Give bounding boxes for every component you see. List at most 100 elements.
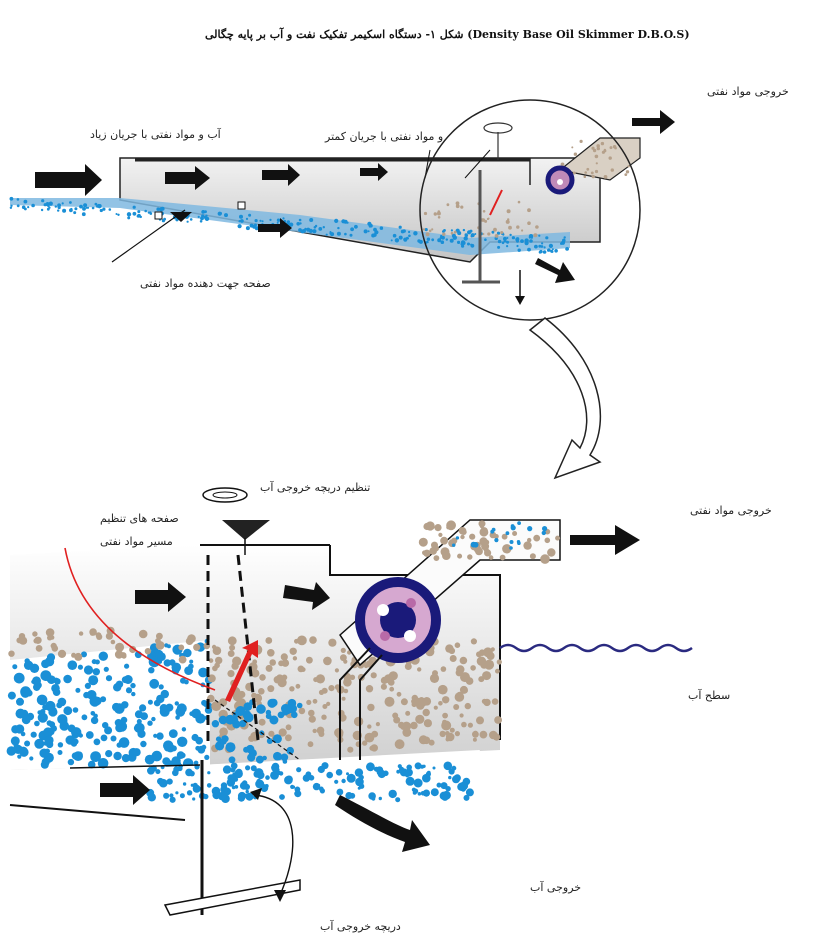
particle [415,762,422,769]
particle [231,662,238,669]
particle [285,776,292,783]
particle [471,236,473,238]
label-water-outlet: خروجی آب [530,882,581,893]
particle [431,238,434,241]
particle [494,538,498,542]
particle [148,700,153,705]
particle [256,756,264,764]
particle [204,755,209,760]
particle [408,235,411,238]
particle [175,791,178,794]
particle [376,722,380,726]
particle [189,660,193,664]
particle [574,153,577,156]
particle [512,236,515,239]
particle [507,209,511,213]
particle [228,650,235,657]
particle [326,772,333,779]
particle [337,232,341,236]
particle [259,674,266,681]
particle [468,723,473,728]
top-overview [10,100,676,478]
label-guide-plate-2: مسیر مواد نفتی [100,536,173,547]
particle [195,737,203,745]
particle [527,221,531,225]
particle [527,208,531,212]
particle [235,771,240,776]
particle [262,220,264,222]
top-inflow-arrow [35,164,102,196]
particle [177,751,185,759]
particle [182,727,186,731]
particle [379,797,382,800]
particle [299,708,306,715]
particle [41,660,50,669]
particle [455,731,460,736]
particle [438,216,441,219]
particle [450,728,455,733]
particle [529,236,531,238]
particle [188,664,194,670]
particle [93,714,98,719]
particle [603,149,606,152]
particle [565,247,569,251]
particle [256,704,266,714]
particle [31,680,35,684]
detail-rotor [360,582,436,658]
particle [334,780,338,784]
particle [251,693,257,699]
particle [79,631,83,635]
particle [127,216,130,219]
particle [343,660,347,664]
particle [535,225,539,229]
particle [265,637,272,644]
particle [584,175,587,178]
top-handle [484,123,512,133]
particle [154,700,161,707]
particle [227,670,234,677]
particle [31,204,35,208]
particle [254,771,261,778]
particle [531,237,533,239]
particle [322,704,327,709]
particle [99,652,108,661]
particle [92,207,95,210]
label-top-oil-outlet: خروجی مواد نفتی [707,86,789,97]
particle [542,531,546,535]
particle [191,709,201,719]
particle [595,155,599,159]
particle [442,794,449,801]
particle [593,149,596,152]
particle [318,227,322,231]
particle [293,656,297,660]
particle [144,210,147,213]
particle [518,201,521,204]
particle [200,220,203,223]
particle [518,249,521,252]
particle [34,721,40,727]
particle [309,218,313,222]
particle [207,771,210,774]
particle [230,768,235,773]
particle [460,535,464,539]
particle [109,208,112,211]
particle [467,554,472,559]
particle [45,701,55,711]
particle [543,250,547,254]
particle [527,526,532,531]
detail-curl-arrow-head [274,890,286,902]
particle [82,714,88,720]
particle [150,212,153,215]
particle [157,778,164,785]
particle [95,660,100,665]
particle [349,793,355,799]
particle [124,664,129,669]
particle [24,200,28,204]
particle [309,716,316,723]
water-surface-wave [500,645,692,651]
particle [452,544,455,547]
particle [145,755,155,765]
particle [163,793,169,799]
particle [453,236,457,240]
particle [517,541,521,545]
